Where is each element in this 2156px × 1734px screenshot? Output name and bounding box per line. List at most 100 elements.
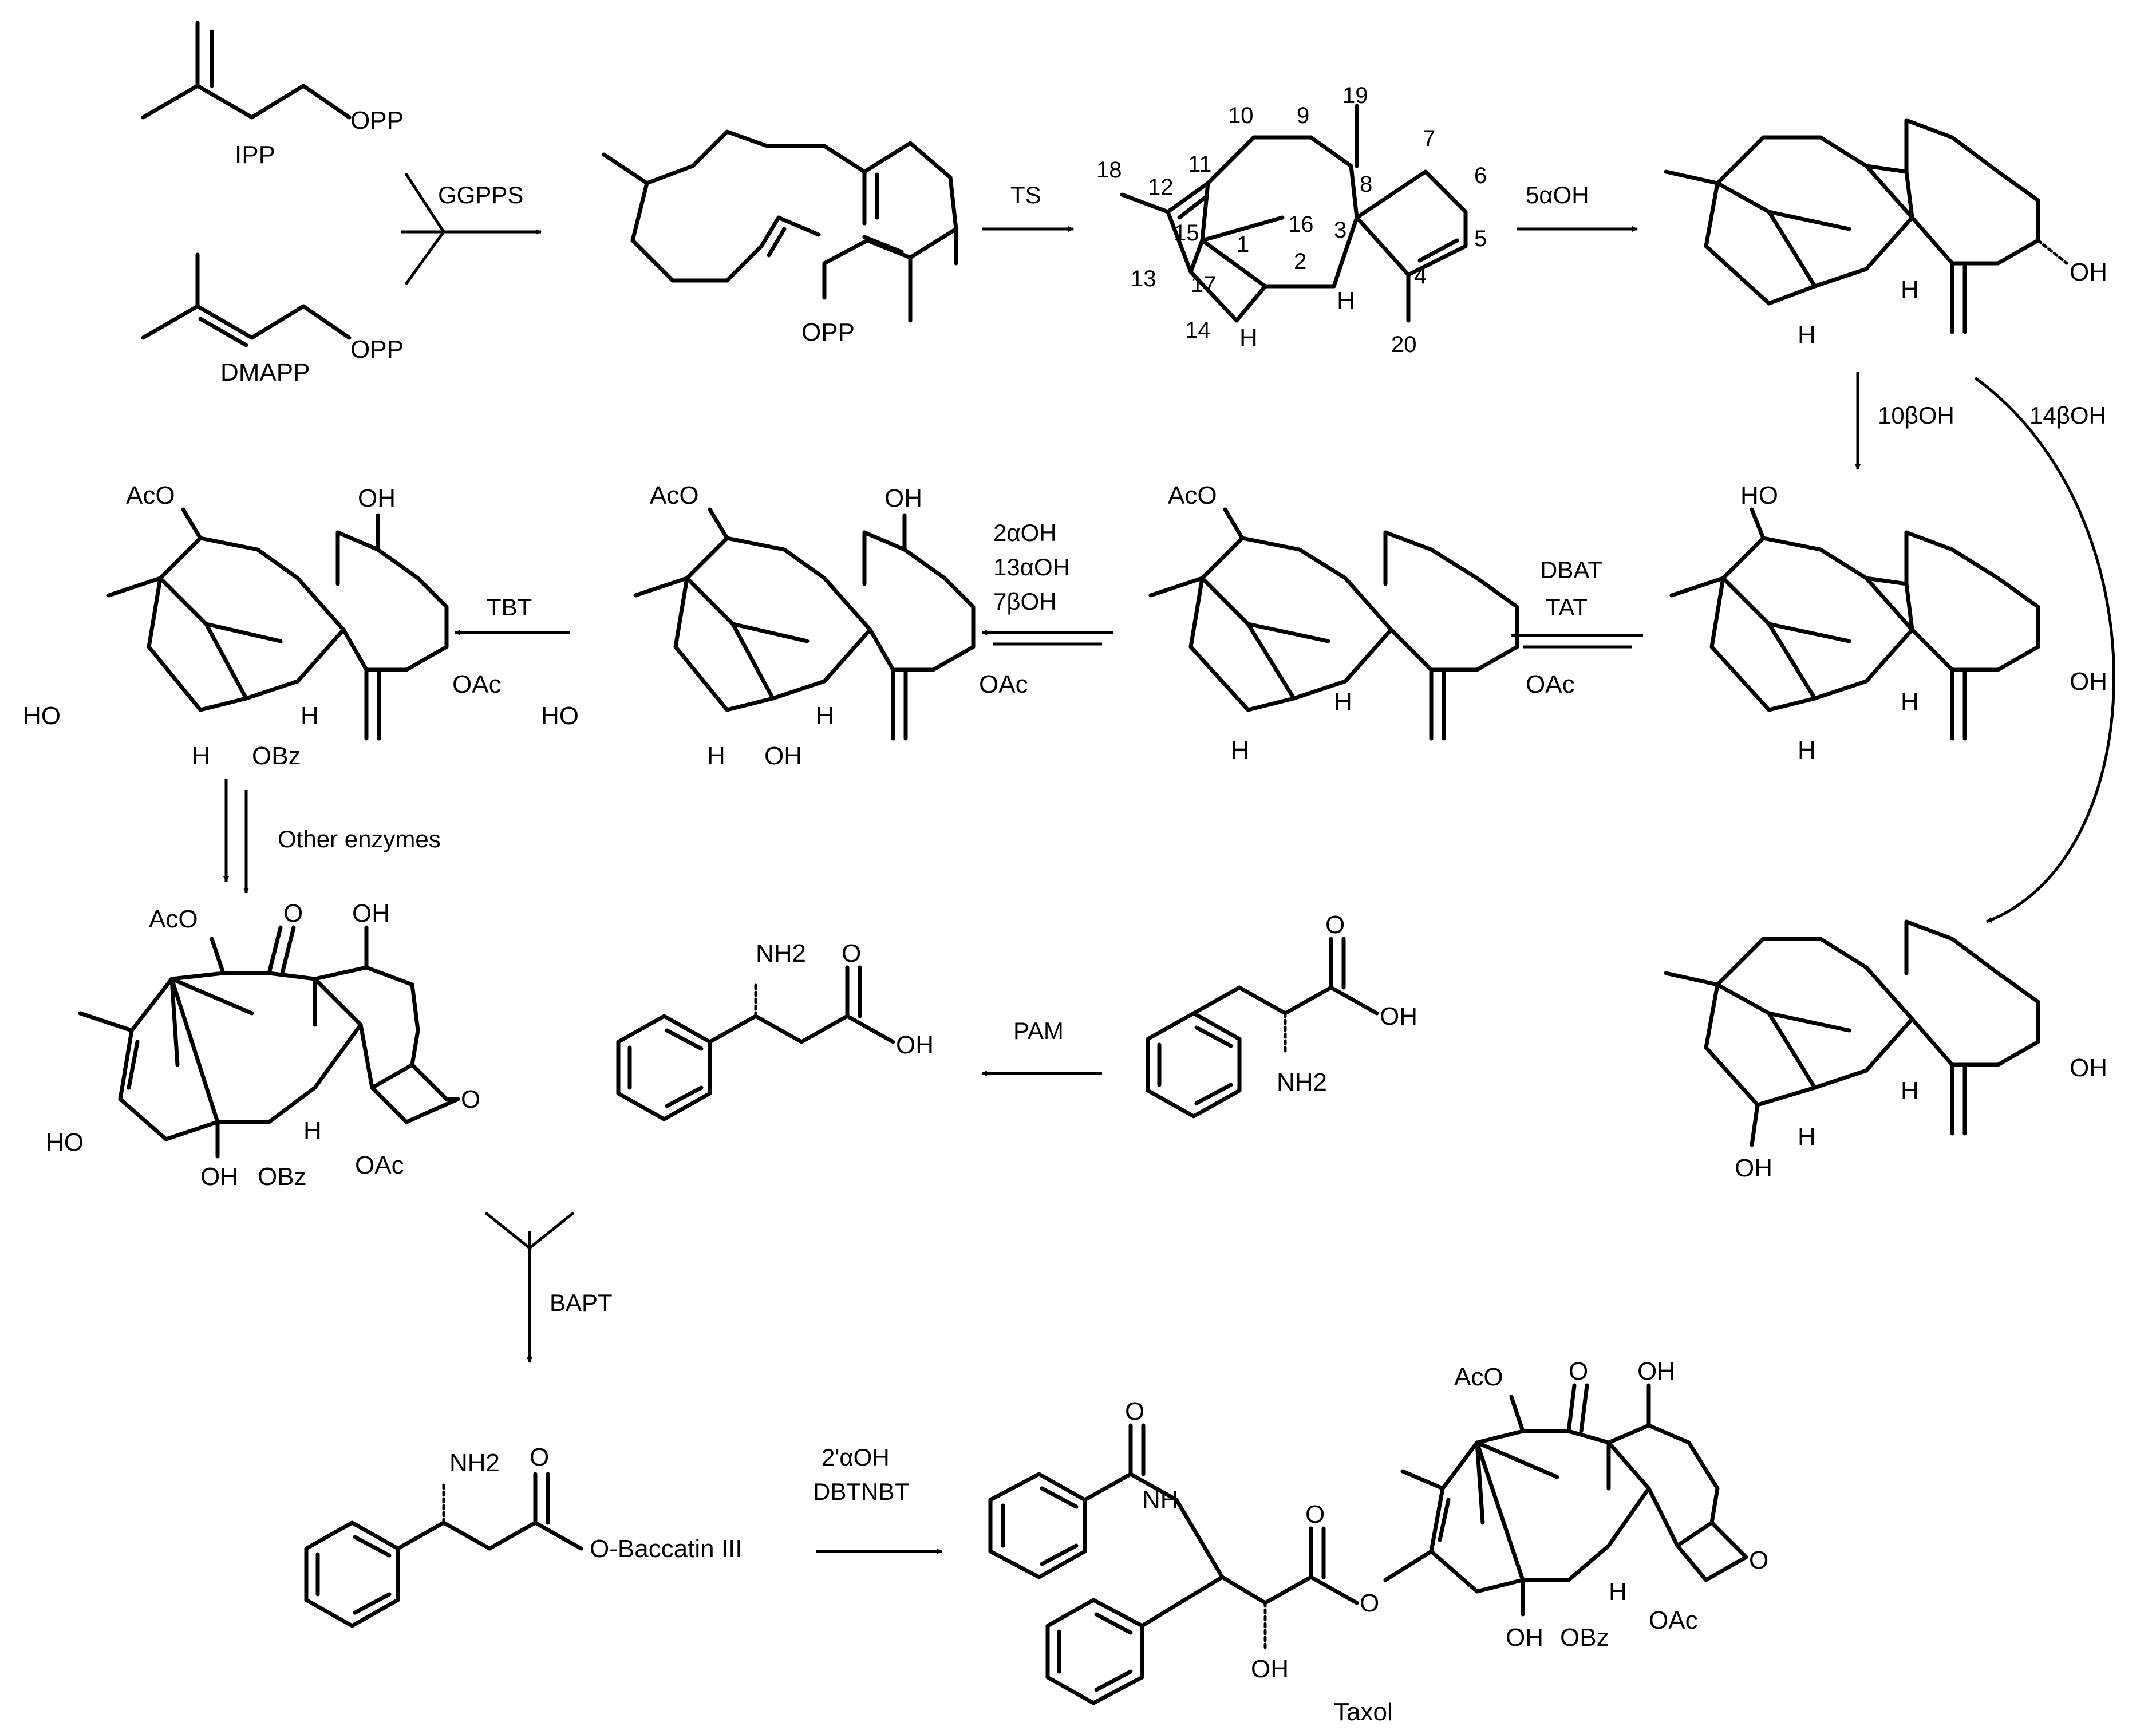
beta-phenylalanine-molecule: NH2 O OH — [616, 939, 934, 1121]
ggpp-molecule: OPP — [602, 129, 958, 346]
taxol-molecule: NH O O O OH AcO O OH O OH OBz H OAc Taxo… — [988, 1357, 1768, 1726]
acetyl1-h1: H — [1231, 736, 1249, 764]
atom-num-17: 17 — [1191, 272, 1217, 297]
taxol-oh7: OH — [1637, 1357, 1675, 1385]
step-5a-label: 5αOH — [1526, 181, 1589, 208]
baccatin-oh1: OH — [200, 1163, 238, 1191]
benz-h1: H — [192, 742, 210, 770]
baccatin-oh7: OH — [352, 899, 390, 927]
taxol-obz: OBz — [1560, 1624, 1609, 1652]
poly-h3: H — [816, 702, 834, 730]
polyhydroxy-intermediate: AcO OH OAc HO H OH H — [541, 481, 1028, 770]
poly-h1: H — [707, 742, 725, 770]
baccatin-h3: H — [303, 1117, 322, 1145]
atom-num-18: 18 — [1096, 157, 1122, 183]
benz-aco: AcO — [126, 481, 175, 509]
beta-phe-carbonyl-o: O — [842, 939, 861, 967]
baccatin-ho13: HO — [46, 1128, 84, 1156]
baccatin-oxetane-o: O — [461, 1085, 480, 1113]
taxol-ester-carbonyl-o: O — [1305, 1500, 1325, 1528]
taxol-h3: H — [1609, 1578, 1627, 1606]
pam-label: PAM — [1013, 1017, 1064, 1044]
atom-num-10: 10 — [1228, 103, 1254, 128]
pb-ester-o: O‑Baccatin III — [590, 1535, 743, 1563]
atom-num-6: 6 — [1474, 163, 1487, 188]
step-10b-label: 10βOH — [1878, 402, 1954, 429]
taxadienol-h3: H — [1901, 275, 1919, 303]
bapt-label: BAPT — [550, 1289, 613, 1316]
dmapp-opp-label: OPP — [350, 335, 404, 364]
hydroxy14-h1: H — [1798, 1123, 1816, 1151]
benz-oh7: OH — [358, 484, 396, 512]
taxol-ester-o: O — [1360, 1589, 1379, 1617]
atom-num-8: 8 — [1360, 172, 1372, 197]
step-bapt: BAPT — [485, 1212, 613, 1363]
benz-h3: H — [301, 702, 319, 730]
atom-num-19: 19 — [1342, 83, 1368, 108]
atom-num-1: 1 — [1237, 232, 1249, 257]
multi-label-3: 7βOH — [993, 588, 1057, 615]
baccatin-oac: OAc — [355, 1151, 404, 1179]
acetyl1-aco: AcO — [1168, 481, 1217, 509]
phe-carbonyl-o: O — [1325, 911, 1345, 939]
benzoylated-intermediate: AcO OH OAc HO H OBz H — [23, 481, 502, 770]
poly-aco: AcO — [650, 481, 699, 509]
ggpps-label: GGPPS — [438, 181, 523, 208]
final-label-2: DBTNBT — [813, 1478, 909, 1505]
phe-oh: OH — [1380, 1002, 1417, 1030]
dmapp-label: DMAPP — [220, 358, 310, 386]
taxol-oxetane-o: O — [1749, 1546, 1768, 1574]
diol-molecule: HO OH H H — [1669, 481, 2107, 764]
phenylalanine-molecule: O OH NH2 — [1146, 911, 1417, 1119]
dmapp-molecule: OPP DMAPP — [141, 252, 404, 386]
taxol-nh: NH — [1142, 1486, 1179, 1514]
step-14b-hydroxylation: 14βOH — [1974, 376, 2115, 923]
ipp-molecule: OPP IPP — [141, 21, 404, 169]
atom-num-12: 12 — [1148, 175, 1174, 200]
atom-num-13: 13 — [1131, 266, 1156, 291]
multi-label-2: 13αOH — [993, 554, 1070, 580]
ts-label: TS — [1010, 181, 1041, 208]
pb-carbonyl-o: O — [530, 1443, 549, 1471]
phe-nh2: NH2 — [1277, 1068, 1327, 1096]
taxadiene-molecule: H H 1 2 3 4 5 6 7 8 9 10 11 12 13 14 15 … — [1096, 83, 1487, 357]
acetyl1-h3: H — [1334, 688, 1352, 716]
step-5a-hydroxylation: 5αOH — [1517, 181, 1638, 232]
benz-obz: OBz — [252, 742, 301, 770]
poly-oac: OAc — [979, 670, 1028, 698]
taxol-oh2p: OH — [1251, 1655, 1289, 1683]
benz-oac: OAc — [452, 670, 502, 698]
pb-nh2: NH2 — [449, 1449, 500, 1477]
benz-ho13: HO — [23, 702, 61, 730]
baccatin-iii-molecule: O AcO OH O HO OH OBz H OAc — [46, 899, 480, 1191]
taxol-ketone-o: O — [1569, 1357, 1588, 1385]
baccatin-obz: OBz — [258, 1163, 307, 1191]
tat-label: TAT — [1546, 594, 1588, 621]
step-14b-label: 14βOH — [2029, 402, 2106, 429]
taxadienol-molecule: OH H H — [1664, 118, 2107, 349]
ipp-label: IPP — [235, 141, 275, 169]
atom-num-16: 16 — [1288, 212, 1314, 237]
beta-phe-oh: OH — [896, 1031, 934, 1059]
baccatin-ketone-o: O — [283, 899, 303, 927]
atom-num-7: 7 — [1423, 126, 1435, 151]
diol-oh: OH — [2070, 667, 2107, 696]
atom-num-15: 15 — [1174, 220, 1199, 246]
step-other-enzymes: Other enzymes — [223, 779, 441, 894]
multi-label-1: 2αOH — [993, 519, 1057, 546]
dbat-label: DBAT — [1540, 556, 1602, 583]
step-final: 2'αOH DBTNBT — [813, 1444, 942, 1554]
step-multi-hydroxylation: 2αOH 13αOH 7βOH — [981, 519, 1113, 646]
atom-num-14: 14 — [1185, 318, 1211, 343]
hydroxy14-intermediate: OH OH H H — [1664, 919, 2107, 1182]
atom-num-3: 3 — [1334, 218, 1346, 243]
ggpp-opp-label: OPP — [801, 318, 855, 346]
hydroxy14-oh5: OH — [2070, 1054, 2107, 1082]
atom-num-9: 9 — [1297, 103, 1309, 128]
taxol-amide-o: O — [1125, 1397, 1144, 1425]
taxadienol-h1: H — [1798, 321, 1816, 349]
phenylalanoyl-baccatin-molecule: NH2 O O‑Baccatin III — [304, 1443, 743, 1628]
poly-oh7: OH — [884, 484, 922, 512]
diol-h1: H — [1798, 736, 1816, 764]
